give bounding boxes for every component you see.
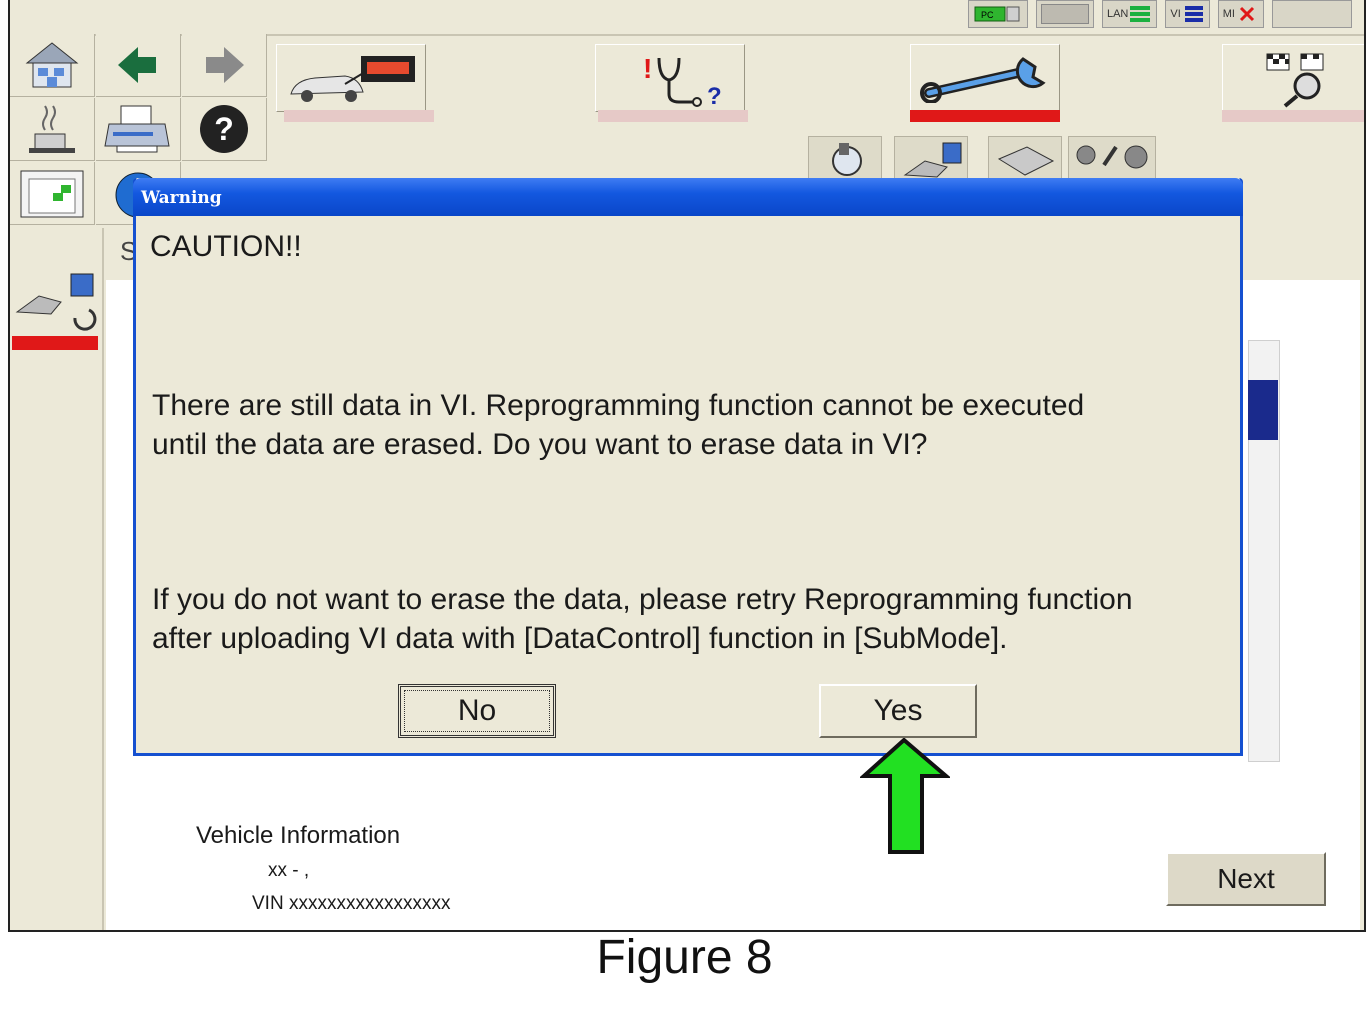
- dialog-message-secondary: If you do not want to erase the data, pl…: [152, 583, 1133, 655]
- sub-mode-module-button[interactable]: [988, 136, 1062, 182]
- sub-mode-search-button[interactable]: [808, 136, 882, 182]
- diagnosis-icon: ! ?: [643, 53, 722, 108]
- lan-icon: [1130, 6, 1151, 22]
- forward-button[interactable]: [182, 34, 267, 97]
- pc-connection-icon: PC: [974, 6, 1020, 22]
- back-arrow-icon: [118, 47, 156, 83]
- next-button[interactable]: Next: [1166, 852, 1326, 906]
- vehicle-connect-indicator: [284, 110, 434, 122]
- printer-icon: [104, 105, 170, 153]
- svg-text:?: ?: [707, 83, 722, 108]
- finish-flag-icon: [1266, 53, 1324, 108]
- ecu-reprogram-refresh-icon: [15, 273, 97, 331]
- vi-icon: [1184, 6, 1203, 22]
- vehicle-connect-icon: [290, 56, 415, 102]
- left-reprogram-button[interactable]: [12, 272, 98, 332]
- forward-arrow-icon: [206, 47, 244, 83]
- svg-text:?: ?: [214, 111, 234, 147]
- reprogramming-active-indicator: [910, 110, 1060, 122]
- vehicle-info-title: Vehicle Information: [196, 822, 401, 849]
- vehicle-vin: VIN xxxxxxxxxxxxxxxxx: [252, 893, 451, 914]
- status-strip: PC LAN VI MI: [967, 0, 1352, 30]
- diagnosis-indicator: [598, 110, 748, 122]
- help-button[interactable]: ?: [182, 98, 267, 161]
- figure-caption: Figure 8: [596, 931, 773, 984]
- lan-status: LAN: [1101, 0, 1158, 28]
- svg-text:!: !: [643, 53, 652, 84]
- yes-button[interactable]: Yes: [819, 684, 977, 738]
- finish-indicator: [1222, 110, 1364, 122]
- vi-status: VI: [1165, 0, 1210, 28]
- list-selected-row[interactable]: [1248, 380, 1278, 440]
- lan-label: LAN: [1106, 8, 1129, 20]
- mi-label: MI: [1222, 8, 1235, 20]
- reprogramming-wrench-icon: [920, 57, 1046, 103]
- vehicle-connect-button[interactable]: [276, 44, 426, 112]
- toolbar-divider: [10, 34, 1364, 36]
- sub-mode-settings-button[interactable]: [1068, 136, 1156, 182]
- sleep-button[interactable]: [10, 98, 95, 161]
- dialog-message-primary: There are still data in VI. Reprogrammin…: [152, 389, 1085, 461]
- mi-status: MI: [1217, 0, 1264, 28]
- screen-capture-button[interactable]: [10, 162, 95, 225]
- no-button[interactable]: No: [398, 684, 556, 738]
- pointer-arrow-icon: [860, 738, 950, 854]
- ecu-reprogram-icon: [903, 142, 962, 178]
- sleep-icon: [29, 105, 75, 153]
- home-icon: [25, 42, 79, 88]
- sub-mode-ecu-button[interactable]: [894, 136, 968, 182]
- home-button[interactable]: [10, 34, 95, 97]
- pc-status: PC: [967, 0, 1028, 28]
- dialog-title: Warning: [141, 188, 222, 208]
- warning-dialog: Warning CAUTION!! There are still data i…: [133, 178, 1243, 756]
- reprogramming-button[interactable]: [910, 44, 1060, 112]
- svg-text:PC: PC: [981, 10, 994, 20]
- finish-button[interactable]: [1222, 44, 1364, 112]
- left-panel-active-indicator: [12, 336, 98, 350]
- settings-tools-icon: [1076, 145, 1148, 169]
- vehicle-model: xx - ,: [268, 860, 310, 881]
- screen-capture-icon: [20, 170, 84, 218]
- back-button[interactable]: [96, 34, 181, 97]
- dialog-heading: CAUTION!!: [150, 230, 302, 263]
- status-blank-2: [1272, 0, 1352, 28]
- dialog-title-bar[interactable]: Warning: [133, 178, 1243, 216]
- vi-label: VI: [1170, 8, 1181, 20]
- help-icon: ?: [200, 105, 248, 153]
- left-panel: [10, 228, 104, 930]
- magnifier-car-icon: [832, 143, 862, 176]
- diagnosis-button[interactable]: ! ?: [595, 44, 745, 112]
- print-button[interactable]: [96, 98, 181, 161]
- module-icon: [997, 146, 1055, 176]
- status-blank: [1035, 0, 1094, 28]
- mi-disconnected-icon: [1239, 6, 1255, 22]
